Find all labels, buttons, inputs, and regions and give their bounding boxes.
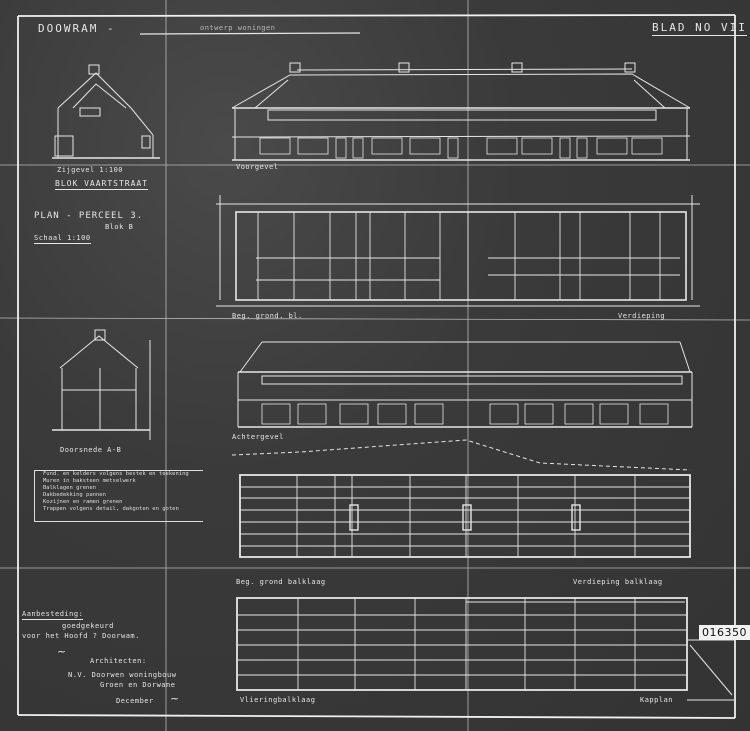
signature-line1: goedgekeurd bbox=[62, 622, 114, 630]
notes-box: Fund. en kelders volgens bestek en teeke… bbox=[34, 470, 203, 522]
sheet-frame bbox=[17, 14, 736, 719]
cross-section-label: Doorsnede A-B bbox=[60, 446, 122, 454]
signature-heading: Aanbesteding: bbox=[22, 610, 84, 620]
architect-label: Architecten: bbox=[90, 657, 147, 665]
attic-beam-plan-label: Vlieringbalklaag bbox=[240, 696, 316, 704]
front-elevation-drawing bbox=[231, 62, 691, 161]
side-elevation-drawing bbox=[52, 64, 160, 159]
sheet-number: Blad No VII bbox=[652, 21, 747, 36]
front-elevation-label: Voorgevel bbox=[236, 163, 279, 171]
firm-line1: N.V. Doorwen woningbouw bbox=[68, 671, 177, 679]
note-line: Muren in baksteen metselwerk bbox=[43, 478, 136, 484]
side-elevation-label: Zijgevel 1:100 bbox=[57, 166, 124, 174]
archive-stamp: 016350 bbox=[699, 625, 750, 640]
signature-scrawl-2: ~ bbox=[170, 692, 180, 705]
rear-elevation-drawing bbox=[237, 341, 693, 428]
ground-beam-plan-label: Beg. grond balklaag bbox=[236, 578, 326, 586]
sheet-title: Doowram - bbox=[38, 22, 116, 35]
plan-note-line2: Blok B bbox=[105, 223, 134, 231]
date-line: December bbox=[116, 697, 154, 705]
note-line: Fund. en kelders volgens bestek en teeke… bbox=[43, 471, 189, 477]
signature-line2: voor het Hoofd ? Doorwam. bbox=[22, 632, 140, 640]
plan-note-line1: Plan - perceel 3. bbox=[34, 211, 144, 221]
plan-note-line3: Schaal 1:100 bbox=[34, 234, 91, 244]
rear-elevation-label: Achtergevel bbox=[232, 433, 284, 441]
sheet-subtitle: ontwerp woningen bbox=[200, 24, 276, 32]
note-line: Trappen volgens detail, dakgoten en gote… bbox=[43, 506, 179, 512]
signature-scrawl: ~ bbox=[57, 645, 67, 658]
floor-plan-label-left: Beg. grond. bl. bbox=[232, 312, 303, 320]
roof-plan-label: Kapplan bbox=[640, 696, 674, 704]
attic-beam-plan-drawing bbox=[236, 597, 736, 701]
floor-beam-plan-label: Verdieping balklaag bbox=[573, 578, 663, 586]
block-label: Blok Vaartstraat bbox=[55, 179, 149, 190]
cross-section-drawing bbox=[52, 329, 151, 440]
ground-beam-plan-drawing bbox=[231, 439, 691, 558]
floor-plan-drawing bbox=[216, 195, 700, 307]
note-line: Kozijnen en ramen grenen bbox=[43, 499, 123, 505]
note-line: Balklagen grenen bbox=[43, 485, 96, 491]
firm-line2: Groen en Dorwane bbox=[100, 681, 176, 689]
note-line: Dakbedekking pannen bbox=[43, 492, 106, 498]
floor-plan-label-right: Verdieping bbox=[618, 312, 666, 320]
